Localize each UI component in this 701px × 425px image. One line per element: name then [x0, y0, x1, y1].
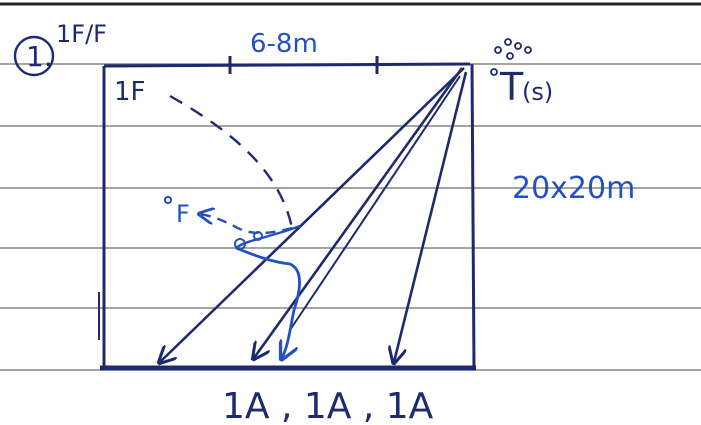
- sheet-heading: 1F/F: [56, 20, 107, 48]
- ball-icon: [490, 38, 532, 76]
- trainer-label: T: [499, 65, 524, 109]
- pass-arrow: [289, 75, 461, 331]
- pass-arrows: [160, 67, 468, 362]
- cone-icon: [253, 231, 263, 241]
- pass-arrow: [394, 71, 468, 362]
- field-top-edge: [103, 62, 471, 68]
- recovery-label: F: [176, 200, 190, 228]
- sheet-number: 1.: [26, 40, 53, 73]
- runner-dot-icon: [164, 196, 172, 204]
- pass-arrow: [254, 67, 464, 358]
- field-size-label: 20x20m: [512, 171, 635, 206]
- recovery-run-arrow: [200, 214, 293, 235]
- field-right-edge: [470, 63, 476, 369]
- pass-arrow: [160, 67, 465, 362]
- trainer-marker: T (s): [490, 38, 553, 109]
- recovery-finish-arrow: [235, 246, 301, 358]
- number-circle: [13, 35, 55, 77]
- field-square: [98, 56, 476, 371]
- distance-label: 6-8m: [250, 29, 318, 59]
- trainer-sub-label: (s): [522, 78, 553, 106]
- defender-run-path: [169, 94, 294, 229]
- recovery-runner: F: [164, 196, 301, 358]
- attackers-label: 1A , 1A , 1A: [222, 386, 434, 425]
- start-position-label: 1F: [114, 77, 146, 107]
- recovery-run-line: [235, 224, 301, 249]
